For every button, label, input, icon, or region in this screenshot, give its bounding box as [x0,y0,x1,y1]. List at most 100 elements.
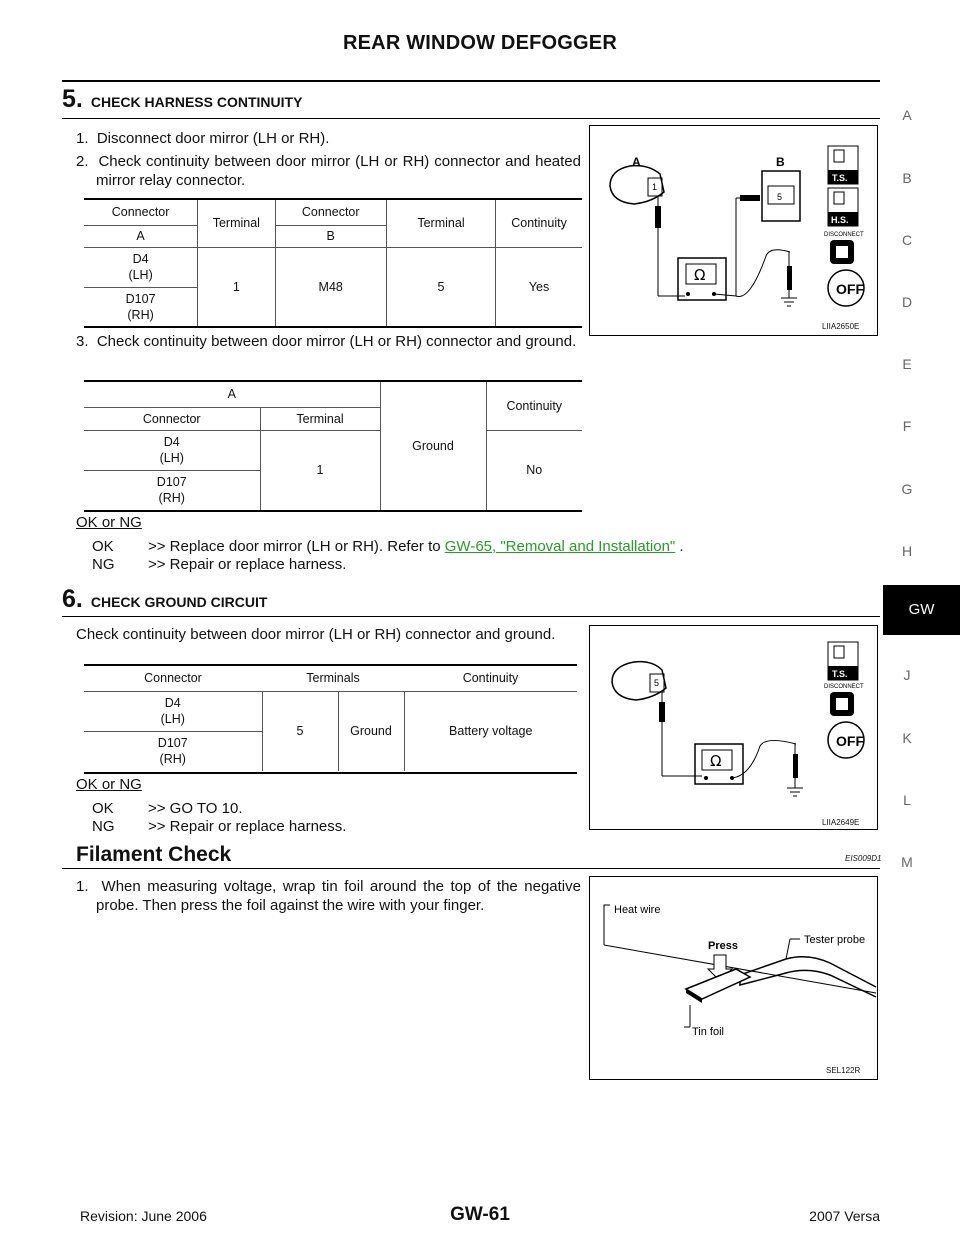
t3-header-connector: Connector [84,664,262,691]
ground-circuit-table: Connector Terminals Continuity D4 (LH) 5… [84,664,577,771]
fig3-press: Press [708,940,738,952]
fig2-badge-ts: T.S. [832,669,848,679]
t1-header-connector-a: Connector [84,198,198,225]
t1-row2-conn: D107 [125,291,156,306]
step5-item3: 3. Check continuity between door mirror … [76,333,577,350]
t1-header-a: A [84,224,198,247]
continuity-table-2: A Ground Continuity Connector Terminal D… [84,380,582,510]
t2-header-a: A [84,380,380,407]
t2-row1-connector: D4 (LH) [84,429,260,470]
side-index-g[interactable]: G [901,481,913,497]
side-index-l[interactable]: L [903,792,911,808]
footer-revision: Revision: June 2006 [80,1208,207,1224]
step5-ng-text: >> Repair or replace harness. [148,556,347,573]
fig2-code: LIIA2649E [822,818,860,827]
side-index-e[interactable]: E [902,356,912,372]
test-badge-icon: T.S. [827,641,859,681]
side-index-f[interactable]: F [902,418,912,434]
t2-bottom-rule [84,510,582,512]
t2-header-connector: Connector [84,406,260,430]
t1-header-b: B [274,224,387,247]
continuity-table-1: Connector Terminal Connector Terminal Co… [84,198,582,328]
side-index-gw-active[interactable]: GW [883,585,960,635]
filament-item1: 1. When measuring voltage, wrap tin foil… [76,878,581,914]
fig2-off: OFF [836,733,864,749]
fig3-tester-probe: Tester probe [804,934,865,946]
step5-heading: 5. CHECK HARNESS CONTINUITY [62,85,302,114]
t1-terminal-5: 5 [385,246,496,328]
side-index-c[interactable]: C [901,232,913,248]
step6-ok-row: OK>> GO TO 10. [92,800,243,817]
step6-ng-row: NG >> Repair or replace harness. [92,818,346,835]
t3-row2-connector: D107 (RH) [84,730,262,771]
t1-terminal-1: 1 [197,246,275,328]
step6-ng-text: >> Repair or replace harness. [148,818,347,835]
t3-header-terminals: Terminals [262,664,404,691]
step6-okng-label: OK or NG [76,776,142,793]
fig2-ohm-symbol: Ω [710,752,721,770]
step5-ok-text: >> Replace door mirror (LH or RH). Refer… [148,538,445,555]
gw65-removal-link[interactable]: GW-65, "Removal and Installation" [444,538,676,555]
t1-connector-m48: M48 [274,246,387,328]
fig1-disconnect: DISCONNECT [824,232,864,238]
figure-liia2649e: 5 Ω T.S. DISCONNECT OFF LIIA2649E [589,625,878,830]
t2-row1-conn: D4 [163,435,180,449]
fig1-off: OFF [836,281,864,297]
t3-row1-side: (LH) [160,712,185,726]
fig1-badge-hs: H.S. [831,215,849,225]
fig1-pin-a: 1 [652,182,657,192]
side-index-b[interactable]: B [902,170,912,186]
step5-item1: 1. Disconnect door mirror (LH or RH). [76,130,330,147]
t2-header-terminal: Terminal [259,406,380,430]
fig2-pin: 5 [654,678,659,688]
page-title: REAR WINDOW DEFOGGER [343,32,617,54]
ground-circuit-diagram: 5 Ω T.S. DISCONNECT OFF [611,641,865,797]
step5-ok-text-post: . [675,538,684,555]
harness-continuity-diagram: A B 1 5 Ω T.S. [609,145,865,307]
t3-terminal-5: 5 [261,690,338,771]
t2-row2-side: (RH) [158,491,185,506]
t3-bottom-rule [84,772,577,774]
step6-title: CHECK GROUND CIRCUIT [90,594,268,610]
side-index-a[interactable]: A [902,107,912,123]
figure-sel122r: Heat wire Press Tester probe Tin foil SE… [589,876,878,1080]
fig1-code: LIIA2650E [822,322,860,331]
t3-battery-voltage: Battery voltage [403,690,577,771]
step6-text: Check continuity between door mirror (LH… [76,626,556,643]
figure-liia2650e: A B 1 5 Ω T.S. [589,125,878,336]
t2-header-continuity: Continuity [485,380,582,430]
filament-probe-diagram: Heat wire Press Tester probe Tin foil [603,904,877,1038]
t1-row2-side: (RH) [127,307,154,322]
fig3-heat-wire: Heat wire [614,904,660,916]
step5-item2: 2. Check continuity between door mirror … [76,153,581,189]
t1-header-continuity: Continuity [495,198,582,247]
step6-ng-key: NG [92,818,115,835]
step5-ok-row: OK >> Replace door mirror (LH or RH). Ref… [92,538,684,555]
side-index-j[interactable]: J [903,667,911,683]
step5-ng-row: NG >> Repair or replace harness. [92,556,346,573]
t3-header-continuity: Continuity [404,664,577,691]
step6-ok-text: >> GO TO 10. [148,800,243,817]
t2-row2-conn: D107 [156,475,187,490]
ignition-off-icon: OFF [827,269,865,307]
footer-page-number: GW-61 [450,1204,510,1225]
t2-terminal-1: 1 [259,429,380,510]
step5-ok-key: OK [92,538,114,555]
step6-rule [62,616,880,617]
side-index-h[interactable]: H [901,543,913,559]
fig3-tin-foil: Tin foil [692,1026,724,1038]
fig1-badge-ts: T.S. [832,173,848,183]
side-index-m[interactable]: M [901,854,913,870]
step6-heading: 6. CHECK GROUND CIRCUIT [62,585,267,614]
t2-ground: Ground [379,380,486,510]
t1-header-terminal: Terminal [197,198,275,247]
ignition-off-icon: OFF [827,721,865,759]
step5-okng-label: OK or NG [76,514,142,531]
filament-check-code: EIS009D1 [845,854,882,863]
side-index-k[interactable]: K [902,730,912,746]
step5-ng-key: NG [92,556,115,573]
side-index-d[interactable]: D [901,294,913,310]
disconnect-connector-icon [830,692,854,716]
title-rule [62,80,880,82]
step5-rule [62,118,880,119]
